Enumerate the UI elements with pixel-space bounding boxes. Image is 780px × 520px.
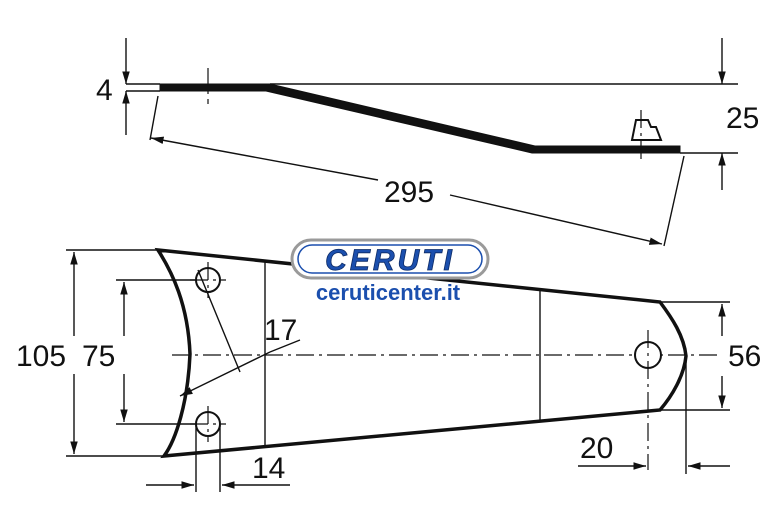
side-profile-view: 4 25 295 — [96, 38, 759, 247]
end-offset-dimension: 20 — [580, 432, 613, 465]
hole-spacing-dimension: 75 — [82, 340, 115, 373]
length-dimension: 295 — [384, 176, 434, 209]
ceruti-logo: CERUTI ceruticenter.it — [290, 238, 490, 305]
blade-plan-outline — [154, 247, 688, 459]
end-width-dimension: 56 — [728, 340, 761, 373]
blade-side-profile — [159, 83, 681, 154]
overall-width-dimension: 105 — [16, 340, 66, 373]
ceruti-url: ceruticenter.it — [316, 280, 461, 305]
hole-offset-dimension: 14 — [252, 452, 285, 485]
height-dimension: 25 — [726, 102, 759, 135]
thickness-dimension: 4 — [96, 74, 113, 107]
hole-distance-dimension: 17 — [264, 314, 297, 347]
ceruti-brand: CERUTI — [325, 244, 455, 277]
plan-view: 105 75 17 56 20 14 — [16, 247, 761, 492]
bolt-head — [630, 119, 663, 141]
